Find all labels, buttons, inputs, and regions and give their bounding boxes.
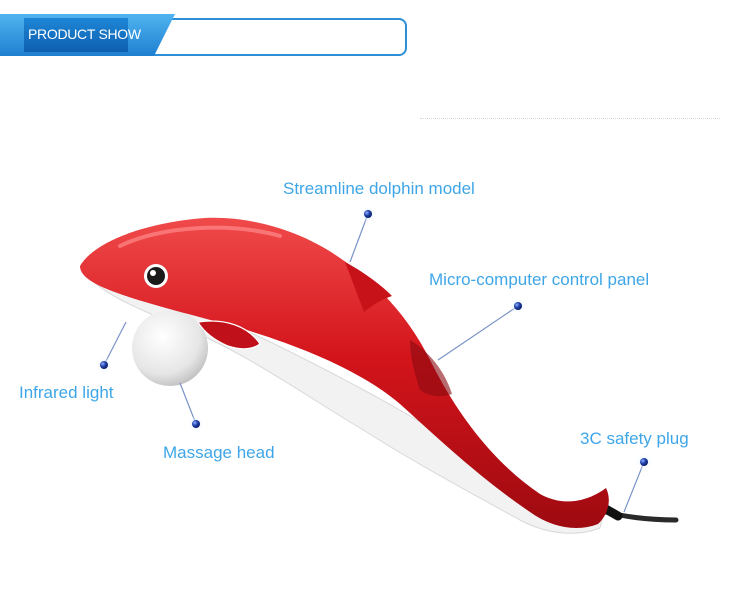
banner-tab-highlight — [24, 18, 128, 52]
section-header-banner: PRODUCT SHOW — [0, 14, 409, 56]
callout-safety-plug-label: 3C safety plug — [580, 429, 689, 448]
callout-control-panel-label: Micro-computer control panel — [429, 270, 650, 289]
callout-infrared-label: Infrared light — [19, 383, 114, 402]
dolphin-dorsal-fin — [345, 262, 392, 312]
callout-streamline-label: Streamline dolphin model — [283, 179, 475, 198]
dolphin-eye-glint — [150, 270, 156, 276]
dolphin-body — [80, 217, 609, 528]
callout-dot-streamline — [364, 210, 372, 218]
callout-dots — [95, 205, 653, 471]
dolphin-eye — [147, 267, 165, 285]
section-title: PRODUCT SHOW — [28, 26, 141, 42]
callout-dot-safety-plug — [640, 458, 648, 466]
callout-dot-infrared — [100, 361, 108, 369]
callout-dot-massage-head — [192, 420, 200, 428]
massage-ball — [132, 310, 208, 386]
control-panel — [410, 340, 452, 397]
dolphin-side-fin — [197, 320, 261, 350]
callout-dot-control-panel — [514, 302, 522, 310]
callout-massage-head-label: Massage head — [163, 443, 275, 462]
decorative-divider — [420, 118, 720, 119]
body-highlight — [118, 225, 282, 248]
